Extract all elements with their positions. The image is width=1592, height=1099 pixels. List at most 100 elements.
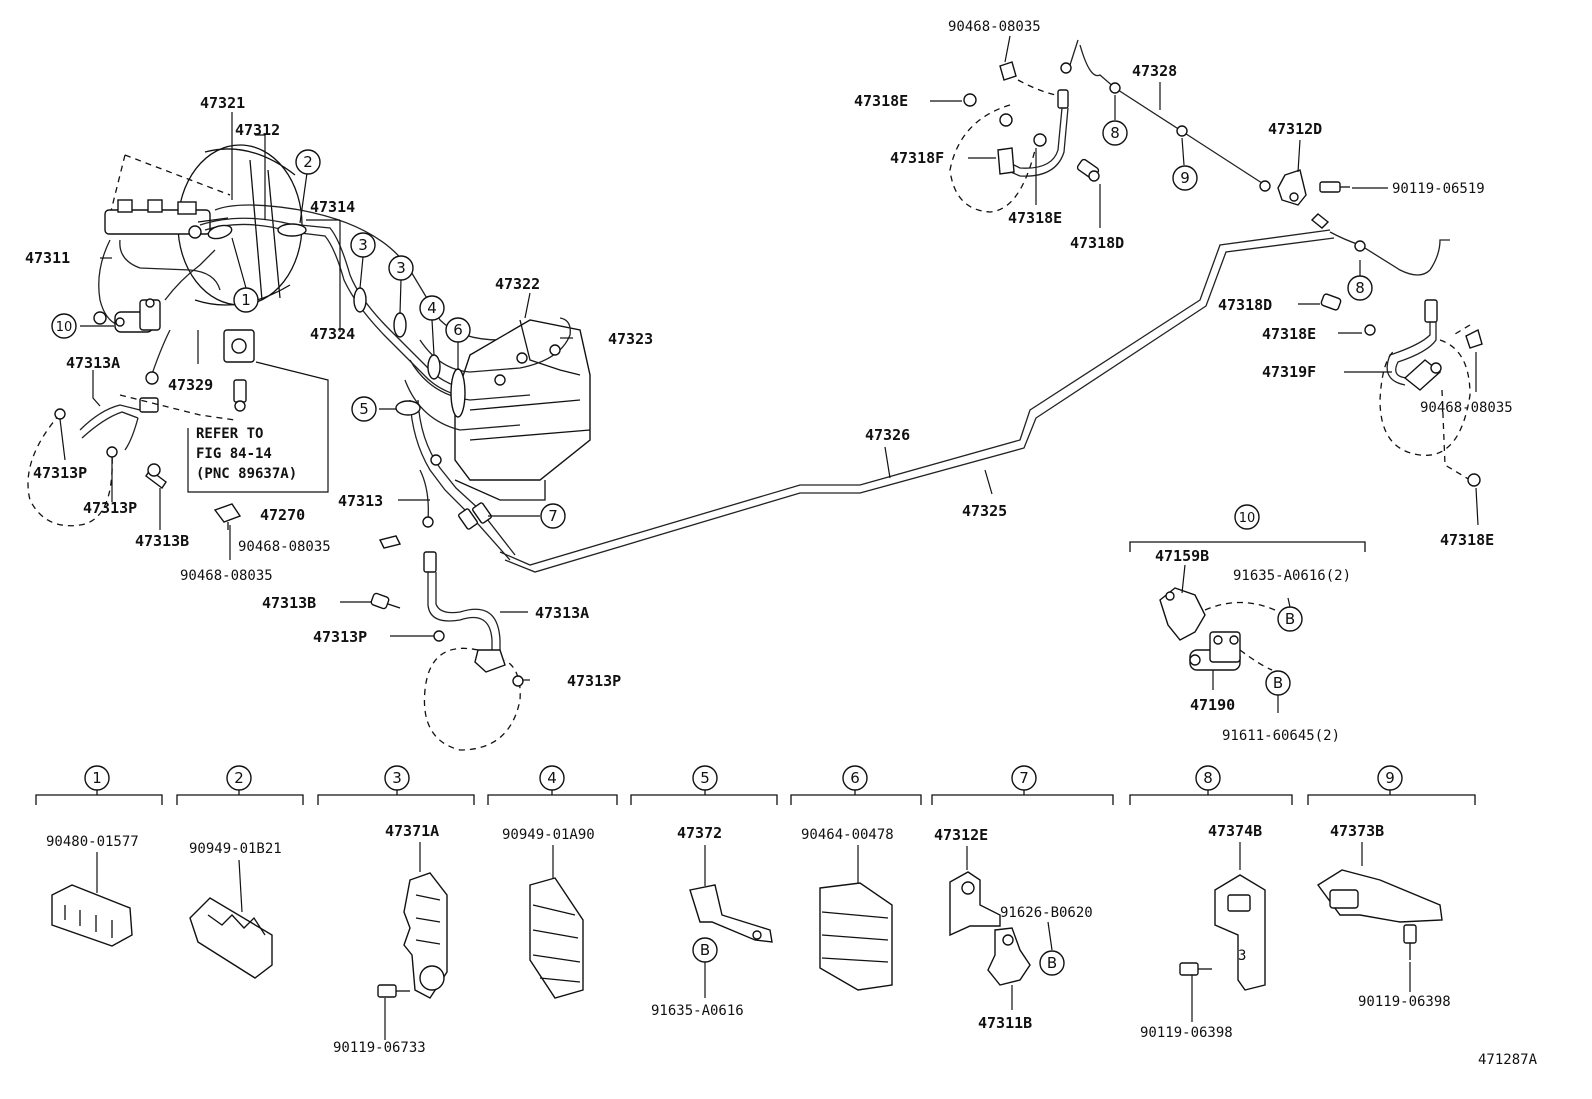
group-7-part: 47312E: [934, 826, 988, 844]
label-47314: 47314: [310, 198, 355, 216]
group-7-sub: 47311B: [978, 1014, 1032, 1032]
rear-hose-upper: [949, 61, 1100, 213]
rear-hose-right: [1320, 293, 1483, 487]
svg-text:10: 10: [1239, 511, 1256, 526]
label-47313A-top: 47313A: [66, 354, 120, 372]
circle-ref-4: 4: [419, 295, 445, 321]
part-labels: 47321 47312 47314 47311 47324 47322 4732…: [25, 19, 1538, 1068]
group-1-part: 90480-01577: [46, 834, 139, 850]
circle-ref-Bb: B: [1265, 670, 1291, 696]
refer-note-1: REFER TO: [196, 426, 263, 442]
clip-47312D: [1277, 169, 1350, 206]
group-5-sub: 91635-A0616: [651, 1003, 744, 1019]
svg-text:6: 6: [453, 321, 463, 339]
diagram-id: 471287A: [1478, 1052, 1538, 1068]
label-90468-r: 90468-08035: [1420, 400, 1513, 416]
svg-text:1: 1: [92, 769, 102, 787]
rear-pipe-upper: [1060, 39, 1271, 192]
group-7-sub2: 91626-B0620: [1000, 905, 1093, 921]
circle-ref-8b: 8: [1347, 275, 1373, 301]
svg-text:3: 3: [1238, 948, 1246, 964]
group-3-part: 47371A: [385, 822, 439, 840]
label-47313: 47313: [338, 492, 383, 510]
group-5-part: 47372: [677, 824, 722, 842]
label-90468-a: 90468-08035: [238, 539, 331, 555]
circle-ref-1: 1: [233, 287, 259, 313]
label-47323: 47323: [608, 330, 653, 348]
label-47190: 47190: [1190, 696, 1235, 714]
svg-text:8: 8: [1355, 279, 1365, 297]
circle-refs: 1 2 3 3 4 6 5 10 7 8 9 8 10 B B: [51, 120, 1373, 696]
label-47311: 47311: [25, 249, 70, 267]
group-8-part: 47374B: [1208, 822, 1262, 840]
label-90119-06519: 90119-06519: [1392, 181, 1485, 197]
svg-text:3: 3: [392, 769, 402, 787]
proportioning-valve-assembly: [1129, 541, 1366, 671]
group-9-sub: 90119-06398: [1358, 994, 1451, 1010]
group-4: 4 90949-01A90: [487, 765, 618, 999]
svg-text:6: 6: [850, 769, 860, 787]
circle-ref-Ba: B: [1277, 606, 1303, 632]
group-8-sub: 90119-06398: [1140, 1025, 1233, 1041]
svg-text:8: 8: [1110, 124, 1120, 142]
group-9-part: 47373B: [1330, 822, 1384, 840]
circle-ref-10b: 10: [1234, 504, 1260, 530]
svg-text:B: B: [1273, 674, 1283, 692]
circle-ref-2: 2: [295, 149, 321, 175]
abs-actuator: [404, 317, 591, 561]
junction-block: [187, 329, 329, 493]
svg-text:5: 5: [700, 769, 710, 787]
refer-note-3: (PNC 89637A): [196, 466, 297, 482]
circle-ref-5: 5: [351, 396, 377, 422]
svg-text:7: 7: [548, 507, 558, 525]
group-6: 6 90464-00478: [790, 765, 922, 991]
svg-text:9: 9: [1385, 769, 1395, 787]
circle-ref-10a: 10: [51, 313, 77, 339]
group-1: 1 90480-01577: [35, 765, 163, 947]
svg-text:2: 2: [234, 769, 244, 787]
label-47326: 47326: [865, 426, 910, 444]
label-47313P-d: 47313P: [567, 672, 621, 690]
proportioning-valve-left: [114, 298, 161, 333]
group-2: 2 90949-01B21: [176, 765, 304, 979]
leader-lines: [59, 35, 1479, 713]
label-47324: 47324: [310, 325, 355, 343]
group-3-sub: 90119-06733: [333, 1040, 426, 1056]
group-5: 5 47372 B 91635-A0616: [630, 765, 778, 1019]
label-47313A-b: 47313A: [535, 604, 589, 622]
label-47318E-a: 47318E: [854, 92, 908, 110]
label-91611: 91611-60645(2): [1222, 728, 1340, 744]
label-47270: 47270: [260, 506, 305, 524]
label-90468-top: 90468-08035: [948, 19, 1041, 35]
circle-ref-7: 7: [540, 503, 566, 529]
circle-ref-9a: 9: [1172, 165, 1198, 191]
svg-text:4: 4: [547, 769, 557, 787]
group-9: 9 47373B 90119-06398: [1307, 765, 1476, 1010]
svg-text:B: B: [1285, 610, 1295, 628]
svg-text:10: 10: [56, 320, 73, 335]
front-left-hose: [27, 394, 236, 527]
detail-groups: 1 90480-01577 2 90949-01B21 3 47371A: [35, 765, 1476, 1056]
group-8: 8 47374B 3 90119-06398: [1129, 765, 1293, 1041]
svg-text:3: 3: [396, 259, 406, 277]
label-47313P-a: 47313P: [33, 464, 87, 482]
label-47319F: 47319F: [1262, 363, 1316, 381]
label-47328: 47328: [1132, 62, 1177, 80]
label-47318E-d: 47318E: [1440, 531, 1494, 549]
label-91635-2: 91635-A0616(2): [1233, 568, 1351, 584]
bracket-left: [213, 503, 402, 549]
group-6-part: 90464-00478: [801, 827, 894, 843]
label-47325: 47325: [962, 502, 1007, 520]
refer-note-2: FIG 84-14: [196, 446, 272, 462]
group-2-part: 90949-01B21: [189, 841, 282, 857]
group-7: 7 47312E 91626-B0620 B 47311B: [931, 765, 1114, 1032]
label-47322: 47322: [495, 275, 540, 293]
label-47159B: 47159B: [1155, 547, 1209, 565]
circle-ref-8a: 8: [1102, 120, 1128, 146]
svg-text:1: 1: [241, 291, 251, 309]
label-47313B-a: 47313B: [135, 532, 189, 550]
group-4-part: 90949-01A90: [502, 827, 595, 843]
main-brake-pipe: [499, 213, 1450, 573]
circle-ref-3a: 3: [350, 232, 376, 258]
label-47312D: 47312D: [1268, 120, 1322, 138]
